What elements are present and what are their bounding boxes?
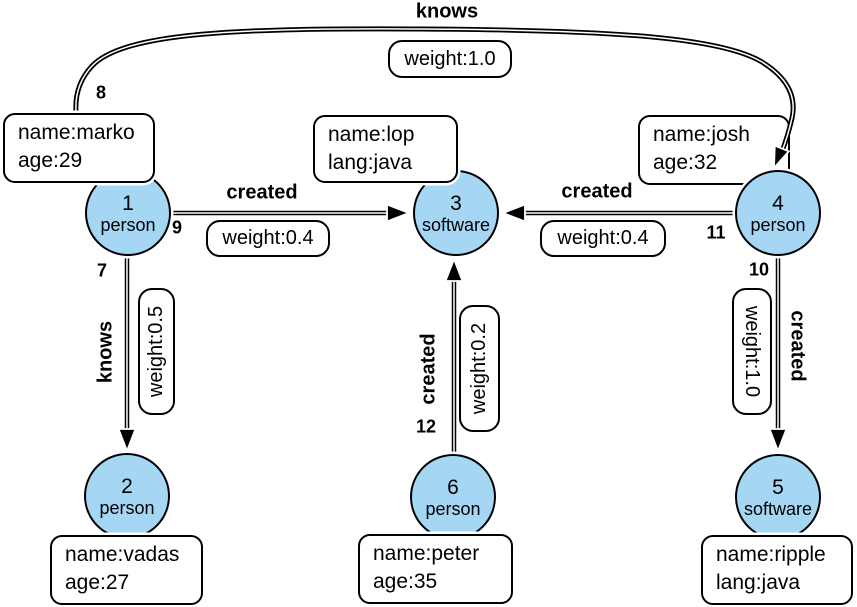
vertex-id: 4 xyxy=(772,191,784,215)
vertex-5-ripple: 5 software xyxy=(735,454,821,540)
weight-box-edge-8: weight:1.0 xyxy=(388,40,512,78)
weight-box-edge-7: weight:0.5 xyxy=(138,288,175,415)
edge-label-created-10: created xyxy=(786,310,809,382)
vertex-6-peter: 6 person xyxy=(410,454,496,540)
edge-id-9: 9 xyxy=(171,217,183,238)
arrowhead-icon xyxy=(768,428,788,454)
edge-7-knows xyxy=(117,256,137,454)
weight-text: weight:0.2 xyxy=(468,322,491,415)
vertex-id: 2 xyxy=(121,474,133,498)
arrowhead-icon xyxy=(386,203,412,223)
vertex-id: 1 xyxy=(122,191,134,215)
property-line: age:32 xyxy=(653,151,718,174)
properties-box-ripple: name:ripple lang:java xyxy=(701,535,853,605)
edge-10-created xyxy=(768,256,788,454)
edge-12-created xyxy=(444,256,464,455)
property-line: age:27 xyxy=(65,571,130,594)
arrowhead-icon xyxy=(773,144,791,171)
property-line: name:vadas xyxy=(65,543,180,566)
property-line: age:29 xyxy=(18,149,83,172)
weight-text: weight:1.0 xyxy=(404,47,496,70)
edge-9-created xyxy=(170,203,412,223)
property-line: name:peter xyxy=(373,542,480,565)
properties-box-lop: name:lop lang:java xyxy=(313,115,458,183)
properties-box-vadas: name:vadas age:27 xyxy=(50,535,203,605)
vertex-4-josh: 4 person xyxy=(735,170,821,256)
properties-box-peter: name:peter age:35 xyxy=(358,534,513,604)
edge-label-created-12: created xyxy=(417,333,440,405)
weight-text: weight:0.5 xyxy=(145,305,168,398)
property-line: lang:java xyxy=(328,151,413,174)
property-line: name:ripple xyxy=(716,543,826,566)
edge-label-knows-7: knows xyxy=(94,320,117,384)
edge-8-knows xyxy=(73,26,796,190)
weight-text: weight:0.4 xyxy=(222,227,314,249)
edge-label-created-9: created xyxy=(226,181,298,204)
edge-id-11: 11 xyxy=(706,222,726,243)
arrowhead-icon xyxy=(444,256,464,282)
arrowhead-icon xyxy=(117,428,137,454)
edge-id-10: 10 xyxy=(748,259,770,280)
vertex-id: 5 xyxy=(772,475,784,499)
edge-label-knows-8: knows xyxy=(415,0,479,23)
property-line: name:lop xyxy=(328,123,415,146)
edge-id-7: 7 xyxy=(96,260,108,281)
vertex-label: person xyxy=(100,214,156,235)
edge-label-created-11: created xyxy=(561,180,633,203)
vertex-label: person xyxy=(99,497,155,518)
properties-box-marko: name:marko age:29 xyxy=(3,113,155,183)
vertex-label: person xyxy=(750,214,806,235)
edge-11-created xyxy=(500,203,735,223)
weight-box-edge-11: weight:0.4 xyxy=(540,220,666,257)
vertex-2-vadas: 2 person xyxy=(84,453,170,539)
vertex-label: software xyxy=(743,498,813,519)
vertex-label: software xyxy=(421,214,491,235)
weight-box-edge-12: weight:0.2 xyxy=(459,305,500,432)
edge-id-12: 12 xyxy=(415,416,437,437)
weight-box-edge-10: weight:1.0 xyxy=(732,288,772,415)
property-line: lang:java xyxy=(716,571,801,594)
weight-text: weight:0.4 xyxy=(557,227,649,249)
weight-text: weight:1.0 xyxy=(741,305,764,398)
vertex-label: person xyxy=(425,498,481,519)
vertex-3-lop: 3 software xyxy=(413,170,499,256)
property-line: name:josh xyxy=(653,123,750,146)
property-line: age:35 xyxy=(373,570,438,593)
vertex-id: 6 xyxy=(447,475,459,499)
edge-id-8: 8 xyxy=(95,82,107,103)
weight-box-edge-9: weight:0.4 xyxy=(206,220,330,257)
vertex-id: 3 xyxy=(450,191,462,215)
edge-8-arrow xyxy=(773,117,795,171)
property-line: name:marko xyxy=(18,121,135,144)
arrowhead-icon xyxy=(500,203,526,223)
